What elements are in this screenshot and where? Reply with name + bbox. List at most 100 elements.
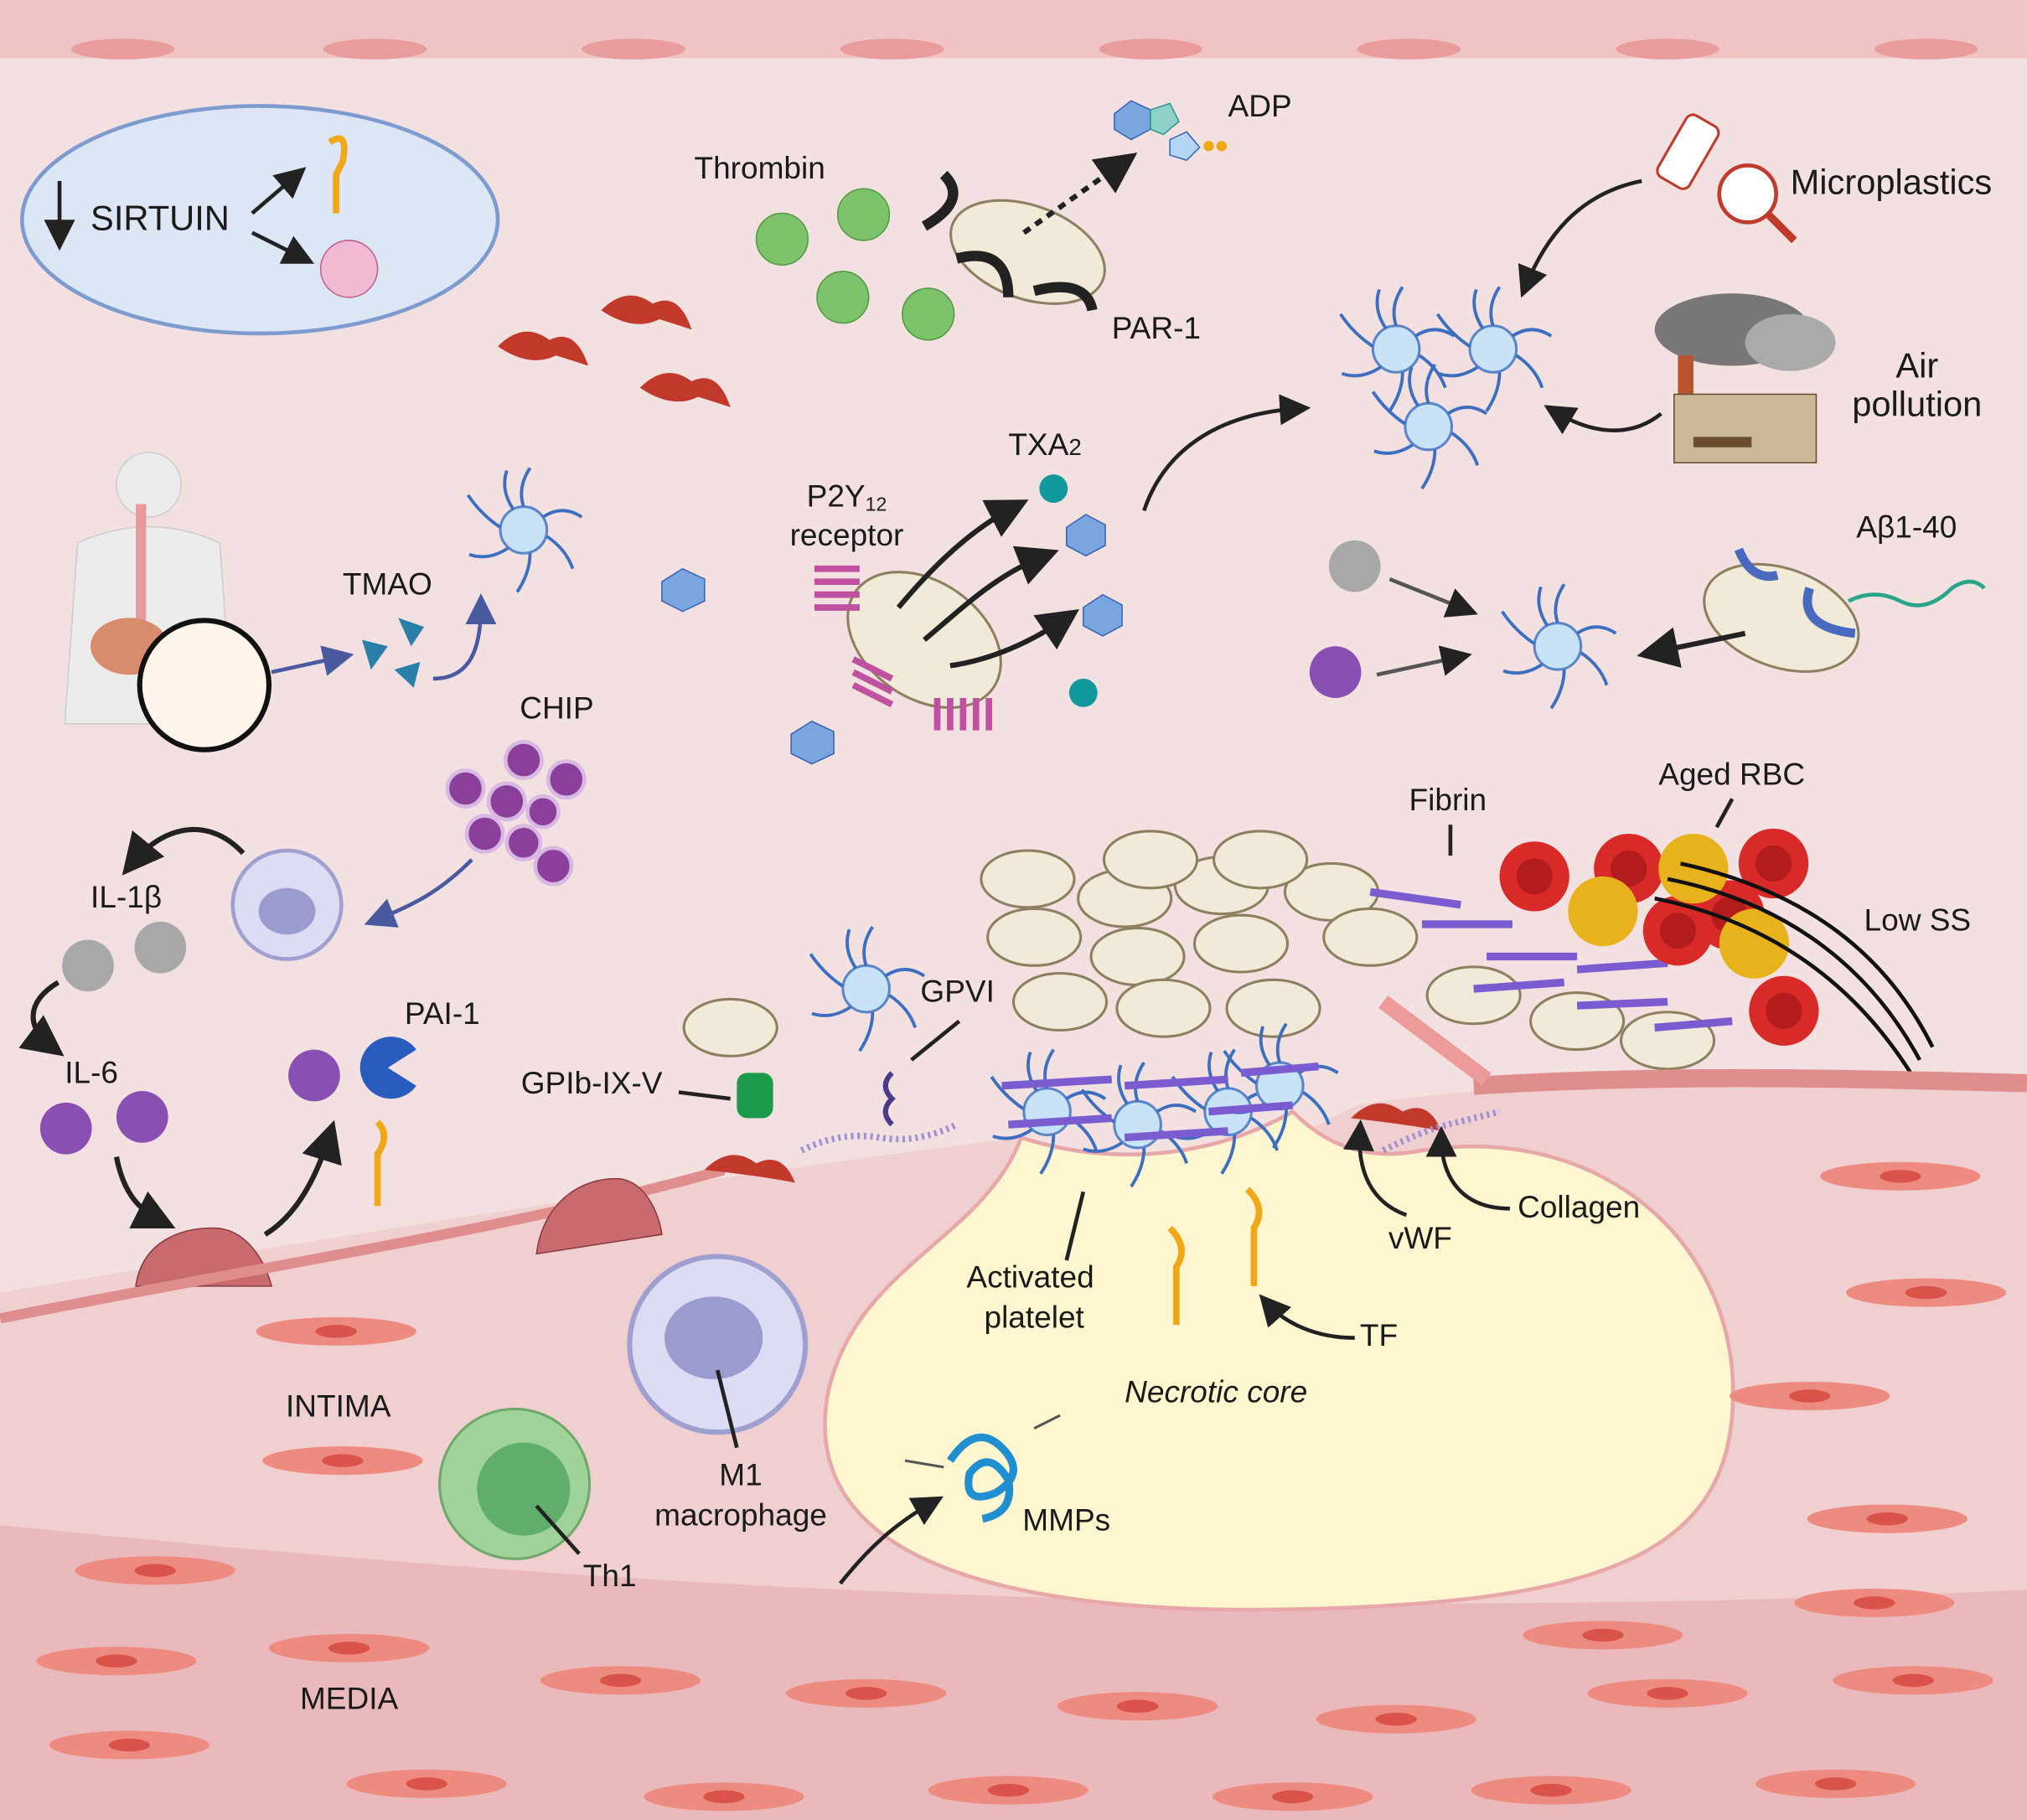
top-endothelium <box>0 0 2027 59</box>
tmao-label: TMAO <box>343 566 432 602</box>
arrow-icon <box>1388 577 1478 618</box>
adp-molecules <box>661 514 1123 765</box>
arrow-icon <box>271 645 354 676</box>
il1b-label: IL-1β <box>90 879 162 914</box>
il6-label: IL-6 <box>65 1055 118 1090</box>
media-layer <box>0 1525 2027 1820</box>
red-blood-cells-flowing <box>497 295 731 407</box>
amyloid-beta-icon <box>1847 579 1986 608</box>
il1b-molecule-icon <box>134 921 187 974</box>
platelet-icon <box>682 997 778 1057</box>
arrow-icon <box>432 593 497 681</box>
necrotic-core-shape <box>823 1109 1735 1612</box>
microplastics-icon <box>1656 113 1797 244</box>
adp-molecule-icon <box>1114 100 1228 162</box>
arrow-icon <box>1637 627 1746 668</box>
activated-platelet-label-line1: Activated <box>966 1259 1094 1294</box>
p2y12-label: P2Y12 <box>807 478 887 515</box>
purple-molecule-icon <box>288 1049 340 1102</box>
arrow-icon <box>1342 1119 1408 1218</box>
intestinal-magnifier-icon <box>137 618 272 752</box>
mmps-label: MMPs <box>1022 1502 1110 1537</box>
gpib-receptor-icon <box>737 1073 773 1119</box>
top-endothelial-cells <box>70 39 1978 59</box>
tissue-factor-icon <box>328 135 348 214</box>
arrow-icon <box>838 1496 944 1585</box>
gpib-label: GPIb-IX-V <box>521 1065 663 1100</box>
endothelial-cell-icon <box>535 1177 663 1255</box>
arrow-icon <box>896 499 1029 610</box>
txa2-molecule-icon <box>1068 678 1098 707</box>
gpvi-receptor-icon <box>882 1071 896 1127</box>
txa2-label: TXA2 <box>1008 427 1081 462</box>
leader-line <box>535 1504 581 1555</box>
sirtuin-panel <box>20 104 500 336</box>
vwf-label: vWF <box>1388 1220 1452 1255</box>
p2y12-label-line2: receptor <box>790 517 904 552</box>
leader-line <box>910 1019 961 1062</box>
arrow-icon <box>949 608 1080 669</box>
il1b-molecule-icon <box>62 939 114 992</box>
necrotic-core-label: Necrotic core <box>1125 1374 1307 1409</box>
mmps-icon <box>904 1414 1061 1523</box>
leader-line <box>678 1090 731 1101</box>
receptor-icon <box>1734 547 1856 639</box>
th1-label: Th1 <box>583 1558 637 1593</box>
tissue-factor-icon <box>1167 1225 1185 1326</box>
m1-label-line1: M1 <box>719 1456 762 1492</box>
microplastics-label: Microplastics <box>1791 162 1993 201</box>
par1-receptor-icon <box>921 170 1098 312</box>
arrow-icon <box>1518 178 1642 298</box>
air-pollution-label-line1: Air <box>1895 345 1938 385</box>
arrow-icon <box>923 545 1059 642</box>
pai1-label: PAI-1 <box>405 995 480 1031</box>
abeta-label: Aβ1-40 <box>1856 509 1957 545</box>
arrow-icon <box>18 980 65 1057</box>
arrow-icon <box>364 858 473 928</box>
activated-platelet-label-line2: platelet <box>984 1299 1084 1334</box>
arrow-icon <box>251 230 315 264</box>
grey-molecule-icon <box>1328 540 1381 592</box>
arrow-icon <box>1425 1125 1510 1211</box>
low-ss-label: Low SS <box>1864 902 1972 938</box>
monocyte-nucleus <box>258 887 316 935</box>
arrow-icon <box>1259 1294 1355 1340</box>
low-shear-stress-lines <box>1654 861 1935 1074</box>
il6-molecule-icon <box>39 1102 92 1155</box>
collagen-fiber-icon <box>1381 1108 1501 1154</box>
media-label: MEDIA <box>300 1680 399 1715</box>
intima-label: INTIMA <box>286 1388 391 1424</box>
il6-molecule-icon <box>116 1090 168 1143</box>
adp-label: ADP <box>1228 88 1292 123</box>
vwf-icon <box>1351 1103 1442 1131</box>
endothelial-lining <box>1472 1068 2027 1095</box>
fibrin-label: Fibrin <box>1409 782 1487 817</box>
dashed-arrow-icon <box>1022 153 1138 235</box>
sirtuin-label: SIRTUIN <box>90 199 230 238</box>
fibrin-mesh <box>1001 887 1733 1142</box>
tmao-molecules <box>362 618 425 688</box>
chip-cells <box>445 740 587 887</box>
tf-label: TF <box>1360 1317 1398 1352</box>
arrow-icon <box>1142 394 1311 512</box>
thrombin-label: Thrombin <box>694 150 825 185</box>
vwf-icon <box>704 1155 795 1183</box>
detached-endothelial-cell <box>1378 995 1492 1086</box>
arrow-icon <box>113 1156 176 1229</box>
platelet-icon <box>1703 562 1860 673</box>
aged-rbc-label: Aged RBC <box>1658 756 1805 791</box>
collagen-label: Collagen <box>1518 1189 1640 1224</box>
p2y12-receptor-icon <box>814 565 993 731</box>
m1-label-line2: macrophage <box>654 1497 827 1532</box>
collagen-fiber-icon <box>799 1121 959 1154</box>
th1-nucleus <box>477 1442 571 1536</box>
leader-line <box>1064 1191 1086 1261</box>
aged-red-blood-cells <box>1568 833 1790 979</box>
arrow-icon <box>122 826 246 876</box>
purple-molecule-icon <box>1309 646 1362 699</box>
arrow-icon <box>1544 405 1662 435</box>
thrombin-molecules <box>755 188 955 341</box>
air-pollution-label-line2: pollution <box>1852 385 1982 424</box>
leader-line <box>1714 798 1735 829</box>
